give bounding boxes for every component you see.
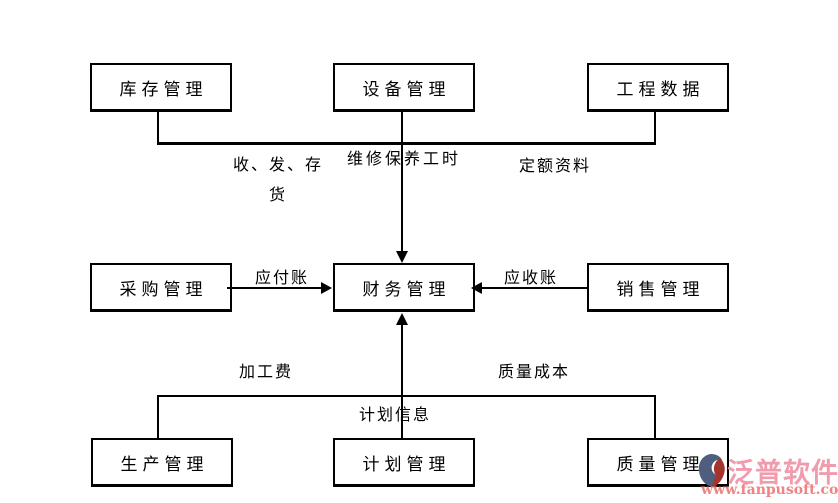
edge-line-equipment-finance bbox=[401, 112, 403, 251]
arrowhead-into-finance-bottom bbox=[396, 313, 408, 325]
fanpu-url-text: www.fanpusoft.com bbox=[701, 482, 838, 498]
node-finance: 财务管理 bbox=[333, 263, 475, 312]
node-procurement: 采购管理 bbox=[90, 263, 232, 312]
arrowhead-into-finance-right bbox=[471, 282, 482, 294]
edge-line-sales-finance bbox=[482, 287, 587, 289]
node-inventory: 库存管理 bbox=[90, 63, 232, 112]
edge-line-bottom-collector bbox=[157, 395, 656, 397]
label-plan-info: 计划信息 bbox=[359, 405, 432, 424]
edge-line-production-rise bbox=[157, 395, 159, 438]
label-accounts-receivable: 应收账 bbox=[504, 268, 559, 287]
arrowhead-into-finance-top bbox=[396, 251, 408, 263]
edge-line-inventory-drop bbox=[157, 112, 159, 145]
node-sales: 销售管理 bbox=[587, 263, 729, 312]
node-production: 生产管理 bbox=[91, 438, 233, 487]
label-accounts-payable: 应付账 bbox=[255, 268, 310, 287]
label-quota-data: 定额资料 bbox=[519, 156, 592, 175]
label-maintenance-hours: 维修保养工时 bbox=[347, 149, 462, 168]
arrowhead-into-finance-left bbox=[321, 282, 332, 294]
label-processing-fee: 加工费 bbox=[239, 362, 294, 381]
node-planning: 计划管理 bbox=[333, 438, 475, 487]
edge-line-planning-finance bbox=[401, 324, 403, 438]
edge-line-engineering-drop bbox=[654, 112, 656, 145]
label-quality-cost: 质量成本 bbox=[498, 362, 571, 381]
fanpu-brand-text: 泛普软件 bbox=[727, 458, 838, 489]
edge-line-procurement-finance bbox=[227, 287, 321, 289]
edge-line-quality-rise bbox=[654, 395, 656, 438]
node-equipment: 设备管理 bbox=[333, 63, 475, 112]
edge-line-top-collector bbox=[157, 142, 656, 145]
fanpu-logo-icon bbox=[698, 454, 725, 488]
node-engineering-data: 工程数据 bbox=[587, 63, 729, 112]
label-receive-dispatch-stock: 收、发、存 货 bbox=[232, 155, 323, 204]
fanpu-logo: 泛普软件 www.fanpusoft.com bbox=[698, 451, 838, 503]
